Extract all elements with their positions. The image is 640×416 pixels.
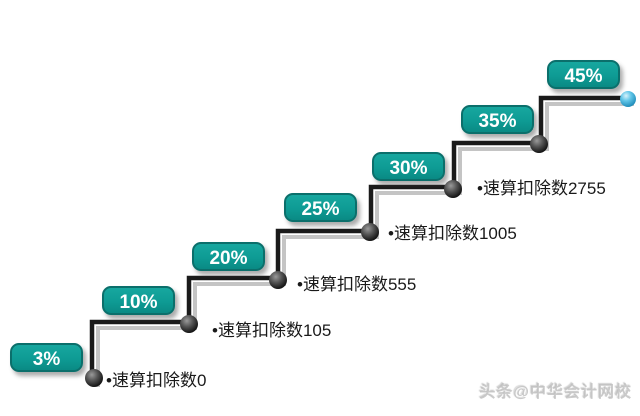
- deduction-label: •速算扣除数555: [297, 275, 417, 294]
- step-node-icon: [85, 369, 103, 387]
- rate-badge: 45%: [547, 60, 620, 89]
- deduction-label: •速算扣除数2755: [477, 179, 606, 198]
- rate-badge: 35%: [461, 105, 534, 134]
- rate-badge: 25%: [284, 193, 357, 222]
- rate-badge: 20%: [192, 242, 265, 271]
- rate-badge: 30%: [372, 152, 445, 181]
- rate-badge: 10%: [102, 286, 175, 315]
- step-node-icon: [269, 271, 287, 289]
- step-node-icon: [361, 223, 379, 241]
- staircase-shadow: [96, 102, 634, 387]
- deduction-label: •速算扣除数105: [212, 321, 332, 340]
- end-node-icon: [620, 91, 636, 107]
- watermark: 头条@中华会计网校: [479, 384, 632, 401]
- deduction-label: •速算扣除数1005: [388, 224, 517, 243]
- deduction-label: •速算扣除数0: [106, 371, 207, 390]
- rate-badge: 3%: [10, 343, 83, 372]
- step-node-icon: [444, 180, 462, 198]
- step-node-icon: [530, 135, 548, 153]
- step-node-icon: [180, 315, 198, 333]
